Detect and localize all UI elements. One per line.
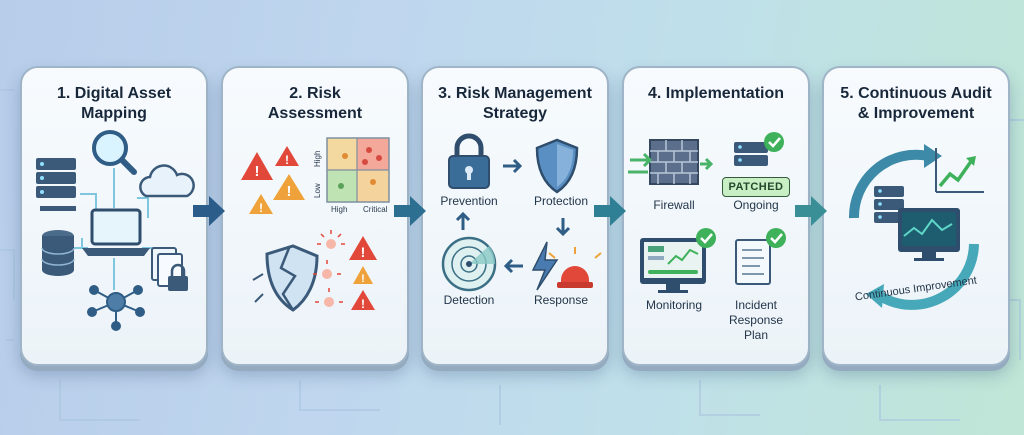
audit-monitor-icon [898,208,960,261]
shield-icon [535,138,579,194]
continuous-improvement-illustration [848,144,984,310]
arrow-right-icon [503,158,523,174]
step-1-digital-asset-mapping: 1. Digital Asset Mapping [20,66,208,366]
matrix-x-high-label: High [331,205,348,214]
svg-text:!: ! [361,273,365,285]
detection-label: Detection [443,293,495,307]
connector-arrow-1 [193,196,225,226]
protection-label: Protection [533,194,589,208]
svg-text:!: ! [285,153,289,167]
svg-text:!: ! [255,163,260,180]
magnifier-icon [92,130,137,175]
implementation-illustration [628,132,786,293]
cycle-arrows-icon [848,144,979,310]
network-hub-icon [87,285,145,331]
growth-chart-icon [935,148,984,193]
arrow-up-icon [455,211,471,230]
padlock-icon [448,133,490,189]
svg-text:!: ! [259,201,263,215]
incident-plan-document-icon [735,228,786,285]
server-rack-icon [36,158,76,211]
connector-arrow-4 [795,196,827,226]
patched-server-icon [734,132,784,166]
matrix-y-high-label: High [313,150,322,167]
incident-response-plan-label: Incident Response Plan [728,298,784,342]
step-1-title: 1. Digital Asset Mapping [56,85,172,122]
arrow-left-icon [503,258,523,274]
arrow-down-icon [555,218,571,237]
step-4-implementation: 4. Implementation [622,66,810,366]
step-3-title: 3. Risk Management Strategy [438,85,592,122]
matrix-x-critical-label: Critical [363,205,388,214]
risk-assessment-illustration: ! ! ! ! ! ! ! [241,137,390,312]
monitoring-dashboard-icon [640,228,716,293]
prevention-label: Prevention [440,194,498,208]
step-4-title: 4. Implementation [647,85,785,102]
firewall-label: Firewall [653,198,695,212]
step-2-risk-assessment: 2. Risk Assessment ! ! ! ! [221,66,409,366]
asset-mapping-illustration [36,130,195,331]
step-5-continuous-audit-improvement: 5. Continuous Audit & Improvement Contin [822,66,1010,366]
firewall-icon [628,139,714,185]
step-2-title: 2. Risk Assessment [267,85,363,122]
svg-text:!: ! [361,297,365,311]
broken-shield-icon [252,244,319,312]
warning-triangles-icon: ! ! ! ! [241,146,305,215]
matrix-y-low-label: Low [313,183,322,198]
radar-icon [441,236,497,292]
svg-text:!: ! [361,244,366,260]
locked-documents-icon [151,247,188,291]
ongoing-label: Ongoing [733,198,779,212]
alert-triangles-icon: ! ! ! [313,230,377,311]
cloud-icon [139,164,195,198]
audit-server-icon [874,186,904,223]
step-3-risk-management-strategy: 3. Risk Management Strategy Preven [421,66,609,366]
laptop-icon [82,208,150,256]
patched-badge: PATCHED [722,177,790,197]
step-5-title: 5. Continuous Audit & Improvement [840,85,992,122]
risk-matrix [326,137,390,203]
connector-arrow-3 [594,196,626,226]
monitoring-label: Monitoring [645,298,703,312]
svg-text:!: ! [287,183,292,200]
database-icon [41,230,75,276]
strategy-cycle-illustration [441,133,602,292]
lightning-bell-icon [531,241,602,291]
response-label: Response [533,293,589,307]
connector-arrow-2 [394,196,426,226]
